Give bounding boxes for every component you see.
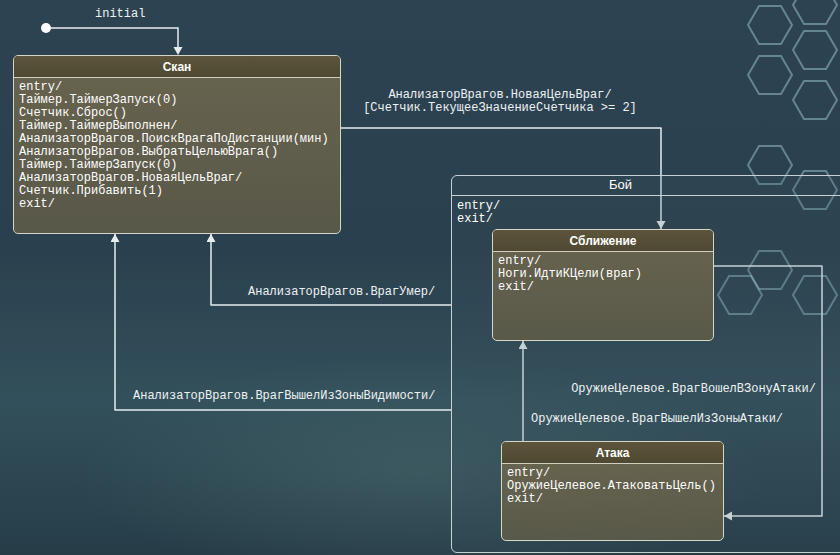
action-line: exit/ [19,198,55,211]
action-line: Ноги.ИдтиКЦели(враг) [498,268,642,281]
transition-label: АнализаторВрагов.НоваяЦельВраг/ [Счетчик… [358,89,642,115]
action-line: entry/ [19,81,62,94]
action-line: entry/ [507,467,550,480]
state-name: Скан [14,56,340,78]
action-line: entry/ [498,255,541,268]
transition-label: АнализаторВрагов.ВрагУмер/ [248,286,448,299]
title-divider [452,195,840,196]
state-actions: entry/Ноги.ИдтиКЦели(враг)exit/ [493,252,713,298]
action-line: Таймер.ТаймерВыполнен/ [19,120,177,133]
action-line: exit/ [507,493,543,506]
action-line: ОружиеЦелевое.АтаковатьЦель() [507,480,716,493]
composite-state: Бойentry/exit/Сближениеentry/Ноги.ИдтиКЦ… [451,175,840,553]
state-name: Сближение [493,230,713,252]
action-line: Таймер.ТаймерЗапуск(0) [19,94,177,107]
action-line: Таймер.ТаймерЗапуск(0) [19,159,177,172]
state-name: Атака [502,442,723,464]
transition-label: ОружиеЦелевое.ВрагВошелВЗонуАтаки/ [560,383,816,396]
action-line: Счетчик.Сброс() [19,107,127,120]
state-actions: entry/ОружиеЦелевое.АтаковатьЦель()exit/ [502,464,723,510]
state-box: Атакаentry/ОружиеЦелевое.АтаковатьЦель()… [501,441,724,541]
action-line: exit/ [457,213,493,226]
transition-label: АнализаторВрагов.ВрагВышелИзЗоныВидимост… [133,390,445,403]
state-name: Бой [609,177,632,193]
action-line: Счетчик.Прибавить(1) [19,185,163,198]
action-line: АнализаторВрагов.ПоискВрагаПоДистанции(м… [19,133,329,146]
action-line: АнализаторВрагов.ВыбратьЦельюВрага() [19,146,278,159]
transition-label: ОружиеЦелевое.ВрагВышелИзЗоныАтаки/ [531,413,793,426]
transition-label: initial [95,7,145,21]
initial-transition [41,23,183,55]
action-line: entry/ [457,200,500,213]
state-box: Сканentry/Таймер.ТаймерЗапуск(0)Счетчик.… [13,55,341,234]
action-line: exit/ [498,281,534,294]
state-box: Сближениеentry/Ноги.ИдтиКЦели(враг)exit/ [492,229,714,341]
state-actions: entry/Таймер.ТаймерЗапуск(0)Счетчик.Сбро… [14,78,340,215]
state-actions: entry/exit/ [452,197,505,229]
action-line: АнализаторВрагов.НоваяЦельВраг/ [19,172,242,185]
transition-arrow [211,234,451,305]
transition-arrow [115,234,451,410]
